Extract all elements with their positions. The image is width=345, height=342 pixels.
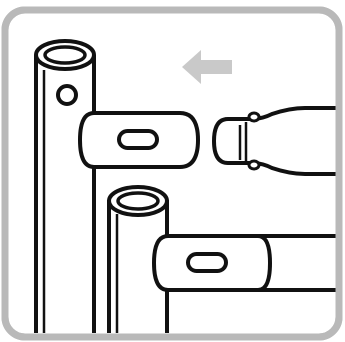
upper-slot bbox=[117, 129, 159, 150]
left-arrow-icon bbox=[182, 50, 232, 84]
pipe-hole bbox=[56, 84, 78, 106]
upper-connector bbox=[77, 111, 201, 169]
lower-connector bbox=[151, 234, 338, 292]
screw-icon bbox=[211, 106, 342, 176]
back-pipe bbox=[34, 39, 96, 333]
lower-slot bbox=[186, 252, 228, 273]
